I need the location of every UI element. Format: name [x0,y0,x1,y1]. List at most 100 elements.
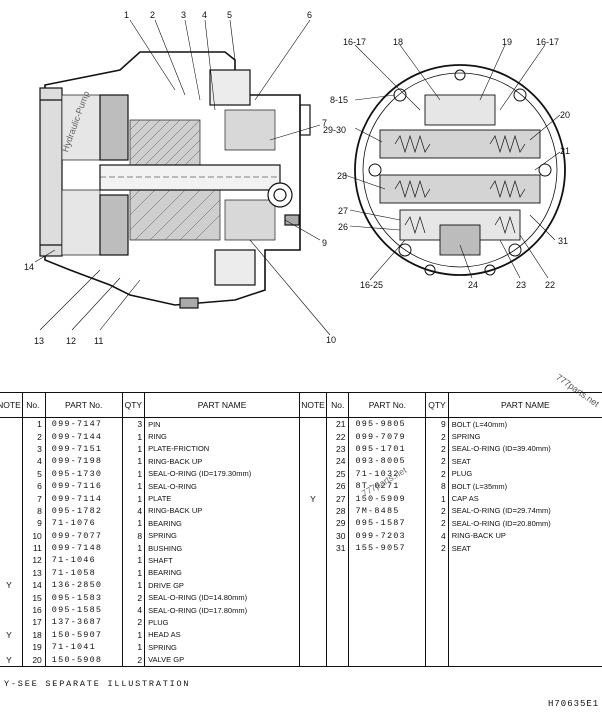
item-number-cell: 18 [21,628,46,642]
quantity-cell [425,579,449,592]
part-number-cell: 099-7079 [348,430,426,443]
part-name-cell: SEAL-O-RING (ID=29.74mm) [447,504,602,518]
part-name-cell: PLATE-FRICTION [144,442,300,456]
callout-22: 22 [545,280,556,290]
part-number-cell [348,579,426,592]
note-cell [299,417,327,431]
header-part-no-right: PART No. [348,392,426,418]
callout-1: 1 [124,10,130,20]
part-name-cell [447,616,602,629]
cross-section-illustration [34,19,566,336]
part-number-cell: 093-8005 [348,455,426,468]
note-cell [299,653,327,667]
item-number-cell [325,554,349,567]
part-name-cell: SEAL-O-RING (ID=20.80mm) [447,517,602,530]
item-number-cell [325,641,349,654]
callout-16-17-right: 16-17 [536,37,560,47]
item-number-cell: 5 [21,467,46,480]
part-number-cell [348,653,426,667]
callout-12: 12 [66,336,77,346]
quantity-cell: 1 [121,492,145,505]
part-name-cell: VALVE GP [144,653,300,667]
item-number-cell: 2 [21,430,46,443]
quantity-cell: 2 [425,517,449,530]
note-cell [0,567,22,579]
part-number-cell: 095-1730 [44,467,123,480]
part-name-cell: SEAT [447,455,602,468]
item-number-cell [325,579,349,592]
header-part-no: PART No. [44,392,123,418]
part-name-cell [447,653,602,667]
item-number-cell: 1 [21,417,46,431]
item-number-cell: 7 [21,492,46,505]
callout-6: 6 [307,10,313,20]
callout-23: 23 [516,280,527,290]
quantity-cell: 1 [121,455,145,468]
quantity-cell: 1 [425,492,449,505]
callout-26: 26 [338,222,349,232]
item-number-cell: 31 [325,541,349,555]
callout-11: 11 [94,336,104,346]
callout-31: 31 [558,236,569,246]
note-cell [0,455,22,467]
part-name-cell [447,603,602,617]
quantity-cell: 8 [121,529,145,542]
note-cell [299,603,327,617]
part-number-cell: 099-7116 [44,479,123,493]
part-number-cell: 099-7198 [44,455,123,468]
part-number-cell: 099-7147 [44,417,123,431]
callout-9: 9 [322,238,328,248]
item-number-cell: 15 [21,591,46,604]
quantity-cell [425,628,449,642]
item-number-cell: 10 [21,529,46,542]
part-number-cell: 7M-8485 [348,504,426,518]
part-name-cell: PIN [144,417,300,431]
note-cell [299,517,327,530]
item-number-cell: 11 [21,541,46,555]
quantity-cell [425,653,449,667]
quantity-cell: 1 [121,430,145,443]
callout-8-15: 8-15 [330,95,349,105]
quantity-cell: 2 [121,653,145,667]
quantity-cell: 1 [121,479,145,493]
callout-7: 7 [322,118,328,128]
part-name-cell: BOLT (L=35mm) [447,479,602,493]
item-number-cell: 20 [21,653,46,667]
part-name-cell: RING [144,430,300,443]
header-part-name-right: PART NAME [447,392,602,418]
part-name-cell [447,554,602,567]
quantity-cell: 1 [121,628,145,642]
note-cell [0,480,22,492]
figure-code: H70635E1 [548,699,600,709]
quantity-cell: 8 [425,479,449,493]
callout-13: 13 [34,336,45,346]
quantity-cell: 2 [425,504,449,518]
part-name-cell: SPRING [447,430,602,443]
note-cell [0,616,22,628]
note-cell [0,418,22,431]
part-name-cell: BEARING [144,517,300,530]
quantity-cell: 4 [121,504,145,518]
note-cell [0,517,22,529]
item-number-cell: 12 [21,554,46,567]
part-number-cell: 095-9805 [348,417,426,431]
part-name-cell: SHAFT [144,554,300,567]
part-name-cell: HEAD AS [144,628,300,642]
header-qty: QTY [121,392,145,418]
part-number-cell: 71-1058 [44,566,123,580]
item-number-cell: 22 [325,430,349,443]
item-number-cell: 30 [325,529,349,542]
note-cell [0,604,22,616]
quantity-cell: 2 [425,455,449,468]
part-name-cell [447,579,602,592]
quantity-cell [425,554,449,567]
note-cell [0,530,22,542]
